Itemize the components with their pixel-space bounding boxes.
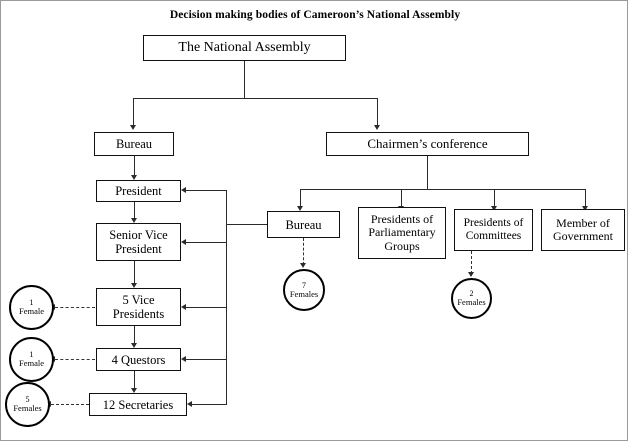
node-senior-vice-president-label: Senior Vice President (109, 228, 168, 256)
node-presidents-parliamentary-groups-label: Presidents of Parliamentary Groups (368, 211, 436, 253)
connector-svp-to-vps (134, 261, 136, 284)
node-presidents-committees[interactable]: Presidents of Committees (454, 209, 533, 251)
node-bureau-left-label: Bureau (115, 137, 153, 151)
connector-root-to-chairmens (377, 98, 379, 126)
connector-questors-to-secretaries (134, 371, 136, 389)
connector-bureau-to-president (134, 156, 136, 176)
arrowhead-committees-female (468, 272, 474, 277)
node-secretaries[interactable]: 12 Secretaries (89, 393, 187, 416)
node-senior-vice-president[interactable]: Senior Vice President (96, 223, 181, 261)
arrowhead-questors-to-secretaries (131, 388, 137, 393)
arrowhead-root-to-chairmens (374, 125, 380, 130)
connector-bus-to-questors (186, 359, 227, 361)
node-bureau-left[interactable]: Bureau (94, 132, 174, 156)
diagram-title: Decision making bodies of Cameroon’s Nat… (169, 9, 461, 21)
arrowhead-bureau-right-female (300, 263, 306, 268)
arrowhead-bus-to-svp (181, 239, 186, 245)
dashed-link-bureau-right-female (303, 238, 304, 265)
node-member-of-government-label: Member of Government (553, 215, 613, 243)
badge-committees-female-count: 2 (469, 289, 474, 299)
node-vice-presidents-label: 5 Vice Presidents (112, 293, 165, 321)
connector-bureau-right-to-bus (226, 224, 267, 226)
connector-bus-to-vice-presidents (186, 307, 227, 309)
connector-chairmens-to-parliamentary-groups (401, 189, 403, 207)
node-chairmens-conference[interactable]: Chairmen’s conference (326, 132, 529, 156)
arrowhead-chairmens-to-committees (491, 206, 497, 211)
badge-vice-presidents-female-count: 1 (29, 298, 34, 308)
connector-president-to-svp (134, 202, 136, 219)
dashed-link-committees-female (471, 251, 472, 274)
connector-root-stem (244, 61, 246, 99)
connector-chairmens-to-member-government (585, 189, 587, 207)
connector-bus-to-svp (186, 242, 227, 244)
dashed-link-secretaries-female (51, 404, 89, 405)
connector-vertical-bus (226, 190, 228, 405)
arrowhead-bus-to-questors (181, 356, 186, 362)
arrowhead-vps-to-questors (131, 343, 137, 348)
connector-chairmens-stem (427, 156, 429, 190)
node-bureau-right[interactable]: Bureau (267, 211, 340, 238)
arrowhead-bus-to-vice-presidents (181, 304, 186, 310)
arrowhead-chairmens-to-member-government (582, 206, 588, 211)
badge-questors-female: 1 Female (9, 337, 54, 382)
badge-vice-presidents-female: 1 Female (9, 285, 54, 330)
connector-vps-to-questors (134, 326, 136, 344)
node-president[interactable]: President (96, 180, 181, 202)
arrowhead-bus-to-president (181, 187, 186, 193)
badge-bureau-right-female-label: Females (289, 288, 319, 299)
node-secretaries-label: 12 Secretaries (102, 397, 174, 412)
connector-chairmens-to-bureau-right (300, 189, 302, 207)
arrowhead-president-to-svp (131, 218, 137, 223)
node-president-label: President (115, 184, 162, 198)
badge-bureau-right-female-count: 7 (302, 280, 306, 290)
node-presidents-parliamentary-groups[interactable]: Presidents of Parliamentary Groups (358, 207, 446, 259)
arrowhead-chairmens-to-bureau-right (297, 206, 303, 211)
arrowhead-root-to-bureau (130, 125, 136, 130)
connector-bus-to-secretaries (192, 404, 227, 406)
connector-root-to-bureau (133, 98, 135, 126)
arrowhead-bus-to-secretaries (187, 401, 192, 407)
connector-chairmens-to-committees (494, 189, 496, 207)
badge-secretaries-female-label: Females (13, 403, 42, 414)
badge-bureau-right-female: 7 Females (283, 269, 325, 311)
badge-committees-female: 2 Females (451, 278, 492, 319)
arrowhead-svp-to-vps (131, 283, 137, 288)
node-member-of-government[interactable]: Member of Government (541, 209, 625, 251)
badge-secretaries-female: 5 Females (5, 382, 50, 427)
connector-bus-to-president (186, 190, 227, 192)
badge-secretaries-female-count: 5 (25, 395, 30, 405)
dashed-link-questors-female (55, 359, 95, 360)
badge-questors-female-label: Female (18, 358, 45, 369)
dashed-link-vps-female (55, 307, 95, 308)
node-bureau-right-label: Bureau (285, 217, 322, 232)
badge-vice-presidents-female-label: Female (18, 306, 45, 317)
node-questors-label: 4 Questors (111, 352, 166, 367)
badge-committees-female-label: Females (457, 297, 486, 308)
node-national-assembly-label: The National Assembly (178, 40, 311, 56)
node-national-assembly[interactable]: The National Assembly (143, 35, 346, 61)
arrowhead-bureau-to-president (131, 175, 137, 180)
badge-questors-female-count: 1 (29, 350, 34, 360)
connector-root-split-bar (133, 98, 378, 100)
node-vice-presidents[interactable]: 5 Vice Presidents (96, 288, 181, 326)
connector-chairmens-split-bar (300, 189, 585, 191)
node-presidents-committees-label: Presidents of Committees (463, 217, 524, 242)
node-chairmens-conference-label: Chairmen’s conference (367, 135, 488, 151)
node-questors[interactable]: 4 Questors (96, 348, 181, 371)
